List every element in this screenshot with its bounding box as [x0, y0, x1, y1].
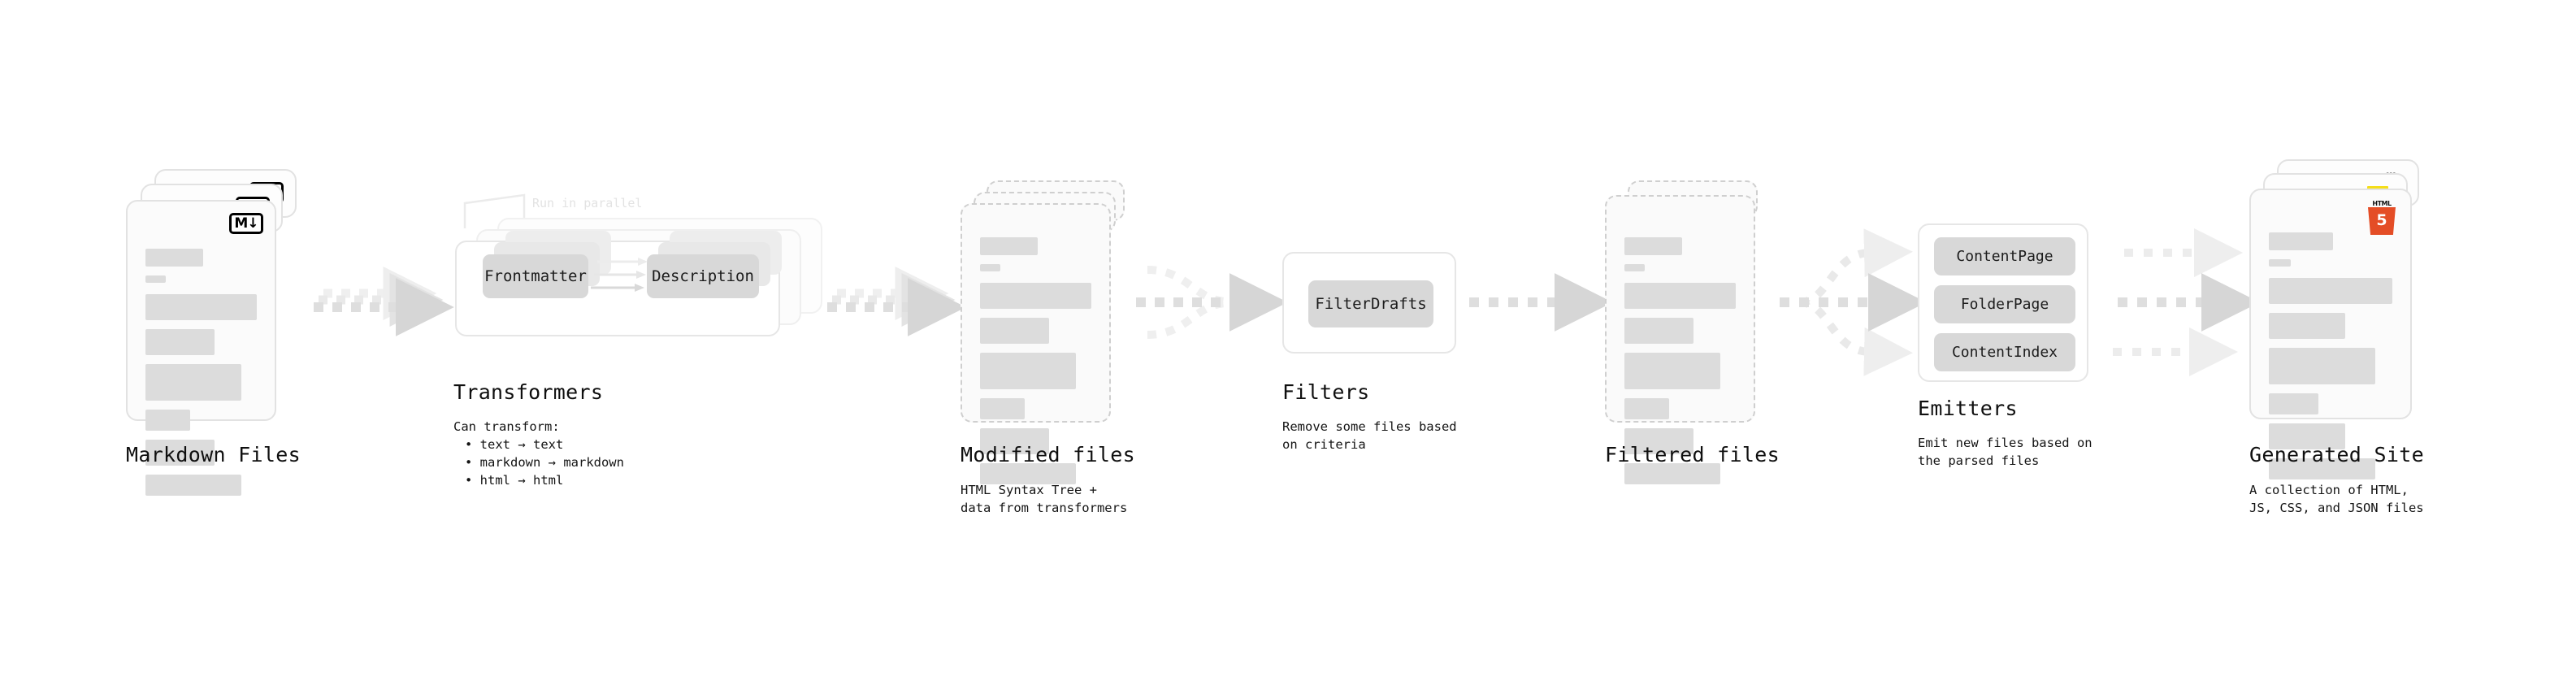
content-bar: [145, 294, 257, 320]
emitters-box: ContentPage FolderPage ContentIndex: [1918, 223, 2088, 382]
content-bar: [145, 329, 215, 355]
content-bar: [2269, 458, 2375, 479]
content-bar: [1624, 237, 1682, 255]
modified-card-body: [980, 237, 1091, 493]
markdown-icon: M↓: [229, 213, 263, 234]
html5-icon-shield: [2368, 207, 2396, 235]
content-bar: [145, 249, 203, 267]
content-bar: [980, 283, 1091, 309]
content-bar: [980, 237, 1038, 255]
stage-subtitle-transformers: Can transform:: [453, 419, 560, 434]
transformer-chip-frontmatter[interactable]: Frontmatter: [483, 254, 588, 298]
content-bar: [1624, 264, 1645, 271]
content-bar: [980, 398, 1025, 419]
content-bar: [145, 410, 190, 431]
run-in-parallel-label: Run in parallel: [532, 196, 643, 210]
generated-site-stack: CSS HTML: [2249, 159, 2444, 479]
transformers-bullet-1: • markdown → markdown: [465, 455, 624, 470]
filtered-files-stack: [1605, 180, 1792, 484]
content-bar: [980, 318, 1049, 344]
generated-card-front: HTML: [2249, 189, 2412, 479]
modified-files-stack: [961, 180, 1147, 484]
transformers-bullet-list: • text → text • markdown → markdown • ht…: [453, 436, 624, 489]
filters-box: FilterDrafts: [1282, 252, 1456, 354]
content-bar: [2269, 313, 2345, 339]
content-bar: [145, 440, 215, 466]
content-bar: [1624, 353, 1720, 389]
transformer-chip-description[interactable]: Description: [647, 254, 759, 298]
generated-card-body: [2269, 232, 2392, 488]
modified-card-front: [961, 203, 1111, 484]
filtered-card-body: [1624, 237, 1736, 493]
markdown-card-front: M↓: [126, 200, 276, 496]
content-bar: [980, 353, 1076, 389]
transformers-bullet-0: • text → text: [465, 437, 564, 452]
emitter-chip-folderpage[interactable]: FolderPage: [1934, 285, 2075, 323]
content-bar: [1624, 463, 1720, 484]
html5-icon-label: HTML: [2372, 200, 2392, 207]
arrow-emitters-to-site: [2113, 228, 2260, 376]
content-bar: [1624, 283, 1736, 309]
stage-subtitle-emitters: Emit new files based on the parsed files: [1918, 436, 2092, 468]
content-bar: [145, 364, 241, 401]
stage-subtitle-modified-files: HTML Syntax Tree + data from transformer…: [961, 483, 1128, 515]
content-bar: [980, 264, 1000, 271]
content-bar: [1624, 428, 1693, 454]
stage-subtitle-generated-site: A collection of HTML, JS, CSS, and JSON …: [2249, 483, 2424, 515]
arrow-modified-to-filters: [1136, 266, 1288, 339]
transformers-group: Frontmatter Description: [455, 218, 837, 372]
arrow-filtered-to-emitters: [1780, 228, 1927, 376]
content-bar: [145, 275, 166, 283]
content-bar: [1624, 398, 1669, 419]
stage-title-filters: Filters: [1282, 380, 1370, 404]
content-bar: [2269, 232, 2333, 250]
html5-icon: HTML: [2366, 200, 2397, 236]
arrow-markdown-to-transformers: [314, 267, 454, 336]
stage-title-filtered-files: Filtered files: [1605, 443, 1780, 466]
stage-title-transformers: Transformers: [453, 380, 604, 404]
content-bar: [2269, 278, 2392, 304]
stage-title-modified-files: Modified files: [961, 443, 1135, 466]
markdown-card-body: [145, 249, 257, 505]
content-bar: [1624, 318, 1693, 344]
emitter-chip-contentindex[interactable]: ContentIndex: [1934, 333, 2075, 371]
content-bar: [2269, 259, 2291, 267]
stage-subtitle-filters: Remove some files based on criteria: [1282, 419, 1457, 452]
content-bar: [145, 475, 241, 496]
filter-chip-filterdrafts[interactable]: FilterDrafts: [1308, 280, 1433, 327]
filtered-card-front: [1605, 195, 1755, 484]
emitter-chip-contentpage[interactable]: ContentPage: [1934, 237, 2075, 275]
content-bar: [980, 428, 1049, 454]
stage-title-generated-site: Generated Site: [2249, 443, 2424, 466]
content-bar: [2269, 393, 2318, 414]
stage-title-emitters: Emitters: [1918, 397, 2018, 420]
transformer-inner-arrows: [591, 258, 648, 292]
stage-title-markdown-files: Markdown Files: [126, 443, 301, 466]
markdown-files-stack: M↓ M↓ M↓: [126, 169, 313, 496]
transformers-bullet-2: • html → html: [465, 473, 564, 488]
arrow-transformers-to-modified: [827, 267, 966, 336]
content-bar: [980, 463, 1076, 484]
content-bar: [2269, 348, 2375, 384]
content-bar: [2269, 423, 2345, 449]
